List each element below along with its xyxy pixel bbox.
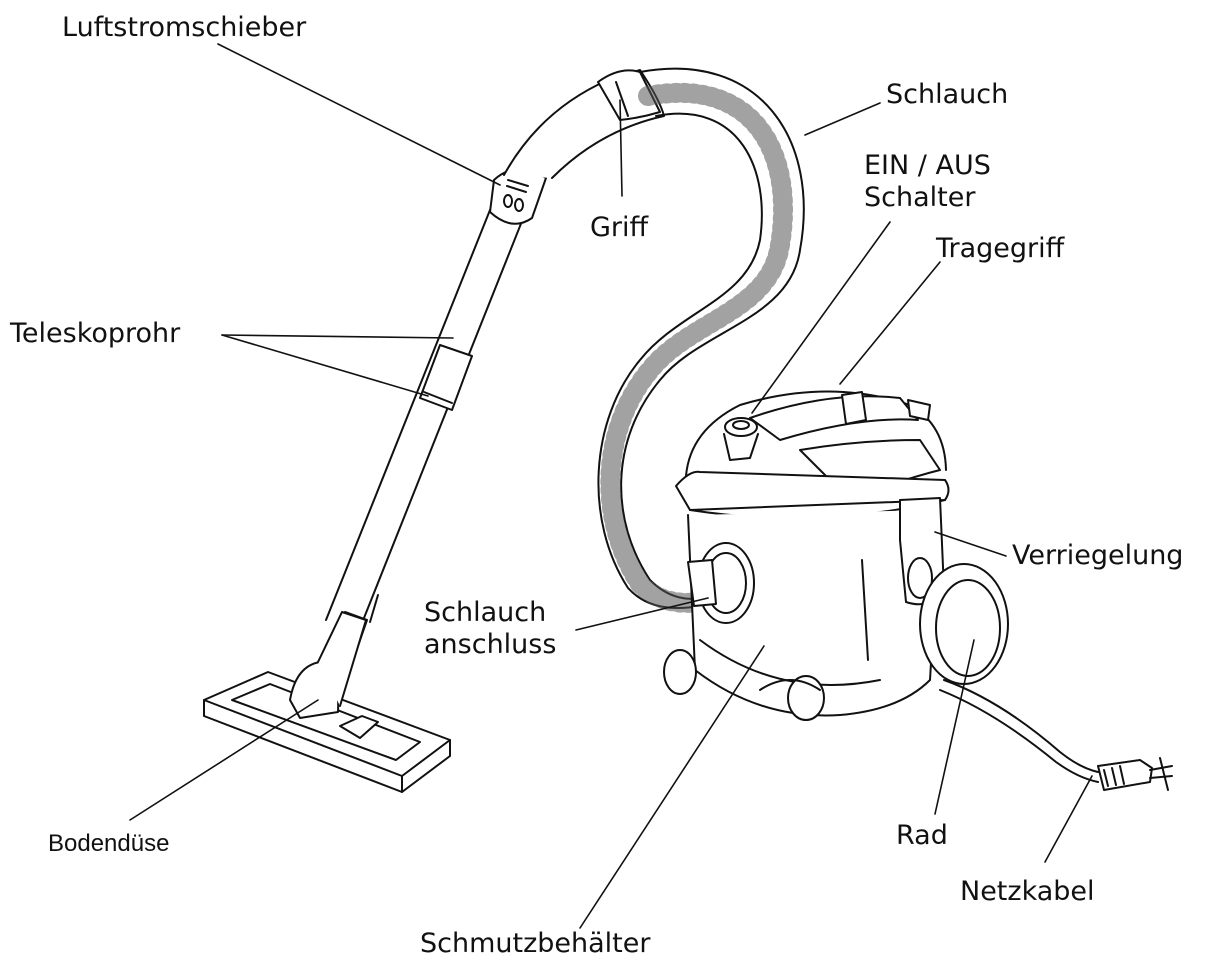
leader-bodenduese [130,700,318,820]
leader-schlauch [805,103,880,135]
label-verriegelung: Verriegelung [1012,540,1183,572]
label-schmutzbehaelter: Schmutzbehälter [420,928,650,960]
label-griff: Griff [590,212,648,244]
canister-body [664,392,1008,721]
leader-luftstromschieber [218,44,500,185]
leader-netzkabel [1045,776,1092,862]
label-schlauchanschluss-line1: Schlauch [424,597,556,629]
label-luftstromschieber: Luftstromschieber [62,12,306,44]
label-schlauchanschluss-line2: anschluss [424,629,556,661]
label-ein-aus-schalter: EIN / AUS Schalter [864,150,991,214]
airflow-slider [490,169,546,223]
power-cord [940,680,1172,790]
label-ein-aus-line1: EIN / AUS [864,150,991,182]
leader-schlauchanschluss [576,598,708,630]
leader-teleskoprohr-a [222,335,453,338]
leader-teleskoprohr-b [222,335,428,396]
label-rad: Rad [896,820,948,852]
leader-tragegriff [840,262,940,384]
label-bodenduese: Bodendüse [48,828,169,860]
label-teleskoprohr: Teleskoprohr [10,318,180,350]
hose-handle [504,70,664,178]
label-schlauchanschluss: Schlauch anschluss [424,597,556,661]
floor-nozzle [204,612,450,792]
label-netzkabel: Netzkabel [960,876,1095,908]
label-tragegriff: Tragegriff [936,233,1064,265]
label-schlauch: Schlauch [886,79,1008,111]
label-ein-aus-line2: Schalter [864,182,991,214]
leader-verriegelung [935,532,1006,556]
